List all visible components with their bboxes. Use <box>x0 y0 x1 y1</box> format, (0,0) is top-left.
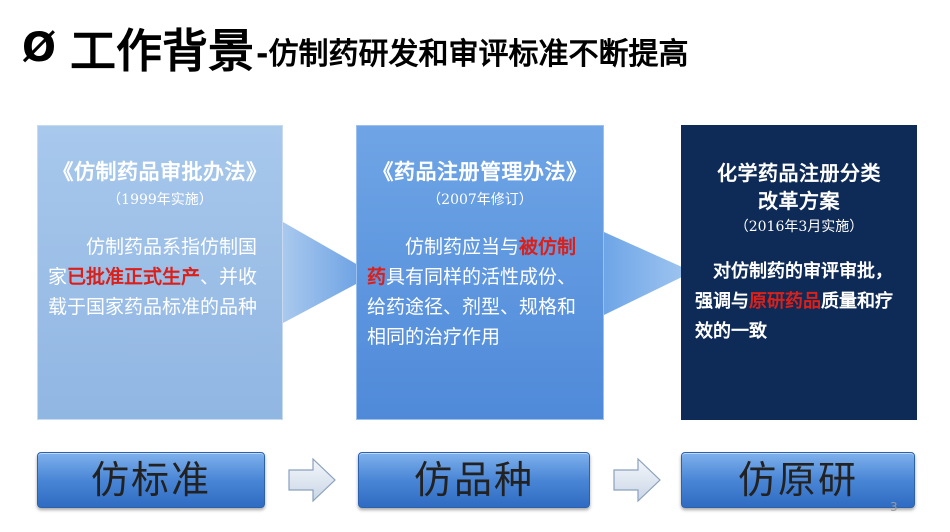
body-text: 仿制药应当与 <box>405 236 520 258</box>
box-heading: 《药品注册管理办法》 <box>372 160 588 184</box>
box-body: 仿制药应当与被仿制药具有同样的活性成份、给药途径、剂型、规格和相同的治疗作用 <box>357 232 603 352</box>
bullet-arrow-icon: Ø <box>22 25 57 71</box>
box-heading-line1: 化学药品注册分类 <box>717 161 881 185</box>
body-text: 质量和疗效的一致 <box>695 291 893 342</box>
connector-arrow-1 <box>283 222 358 323</box>
box-body: 仿制药品系指仿制国家已批准正式生产、并收载于国家药品标准的品种 <box>38 232 282 322</box>
box-year: （2016年3月实施） <box>734 219 864 235</box>
box-heading: 《仿制药品审批办法》 <box>52 160 268 184</box>
page-number: 3 <box>890 500 898 514</box>
right-arrow-icon <box>288 457 336 503</box>
body-text: 、并收载于国家药品标准的品种 <box>48 266 258 318</box>
body-highlight: 已批准正式生产 <box>67 266 201 288</box>
box-heading-line2: 改革方案 <box>758 189 840 213</box>
box-body: 对仿制药的审评审批，强调与原研药品质量和疗效的一致 <box>681 257 917 347</box>
right-arrow-icon <box>613 457 661 503</box>
stage-button-imitate-original[interactable]: 仿原研 <box>681 452 915 508</box>
body-highlight: 原研药品 <box>749 291 821 312</box>
stage-button-imitate-variety[interactable]: 仿品种 <box>358 452 590 508</box>
title-main: 工作背景 <box>70 24 255 78</box>
stage-box-1999: 《仿制药品审批办法》 （1999年实施） 仿制药品系指仿制国家已批准正式生产、并… <box>37 125 283 420</box>
body-text: 对仿制药的审评审批，强调与 <box>695 261 893 312</box>
connector-arrow-2 <box>604 232 682 315</box>
body-text: 仿制药品系指仿制国家 <box>48 236 258 288</box>
stage-button-imitate-standard[interactable]: 仿标准 <box>37 452 265 508</box>
box-year: （2007年修订） <box>427 192 533 208</box>
box-year: （1999年实施） <box>107 192 213 208</box>
stage-box-2016: 化学药品注册分类 改革方案 （2016年3月实施） 对仿制药的审评审批，强调与原… <box>681 125 917 420</box>
title-subtitle: -仿制药研发和审评标准不断提高 <box>256 37 689 72</box>
stage-box-2007: 《药品注册管理办法》 （2007年修订） 仿制药应当与被仿制药具有同样的活性成份… <box>356 125 604 420</box>
slide-title: Ø 工作背景 -仿制药研发和审评标准不断提高 <box>22 12 688 74</box>
body-highlight: 被仿制药 <box>367 236 577 288</box>
body-text: 具有同样的活性成份、给药途径、剂型、规格和相同的治疗作用 <box>367 266 577 348</box>
